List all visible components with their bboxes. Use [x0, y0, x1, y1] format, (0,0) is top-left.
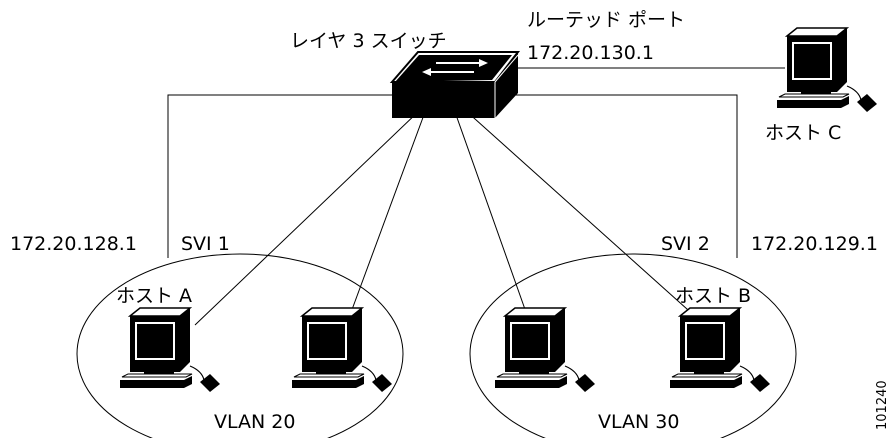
host-b-label: ホスト B	[675, 285, 751, 307]
vlan-30-ellipse	[469, 253, 797, 438]
link-host-3	[454, 111, 528, 316]
routed-port-label: ルーテッド ポート	[527, 9, 685, 31]
svi2-label: SVI 2	[661, 233, 710, 255]
host-a-label: ホスト A	[116, 285, 192, 307]
svi2-link	[500, 94, 738, 258]
svi1-label: SVI 1	[181, 233, 230, 255]
host-c-label: ホスト C	[765, 122, 841, 144]
vlan-20-ellipse	[76, 253, 404, 438]
host-c-computer-icon	[776, 27, 878, 113]
figure-id: 101240	[875, 380, 890, 430]
routed-port-ip: 172.20.130.1	[527, 42, 654, 64]
vlan-20-label: VLAN 20	[214, 411, 295, 433]
link-host-a	[194, 109, 421, 326]
layer3-switch-icon	[389, 51, 521, 118]
svi2-ip: 172.20.129.1	[751, 233, 878, 255]
switch-label: レイヤ 3 スイッチ	[290, 30, 447, 52]
link-host-2	[349, 111, 426, 316]
link-host-b	[464, 109, 698, 319]
svi1-link	[167, 94, 430, 258]
vlan-30-label: VLAN 30	[598, 411, 679, 433]
svi1-ip: 172.20.128.1	[10, 233, 137, 255]
